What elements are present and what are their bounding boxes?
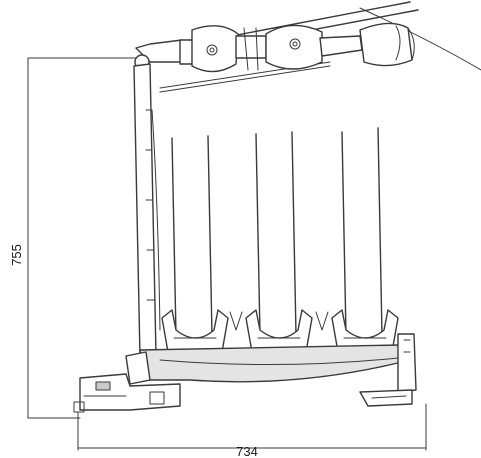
- base-platform: [139, 333, 417, 407]
- height-dimension-label: 755: [9, 244, 24, 266]
- top-clamp-assembly: [135, 22, 415, 73]
- width-dimension-label: 734: [236, 444, 258, 458]
- spokes: [171, 127, 383, 336]
- vertical-arm: [133, 54, 161, 358]
- towbar-mount: [73, 351, 181, 413]
- wheel-cradles: [161, 309, 399, 353]
- height-dimension: 755: [9, 57, 141, 419]
- width-dimension: 734: [77, 403, 427, 458]
